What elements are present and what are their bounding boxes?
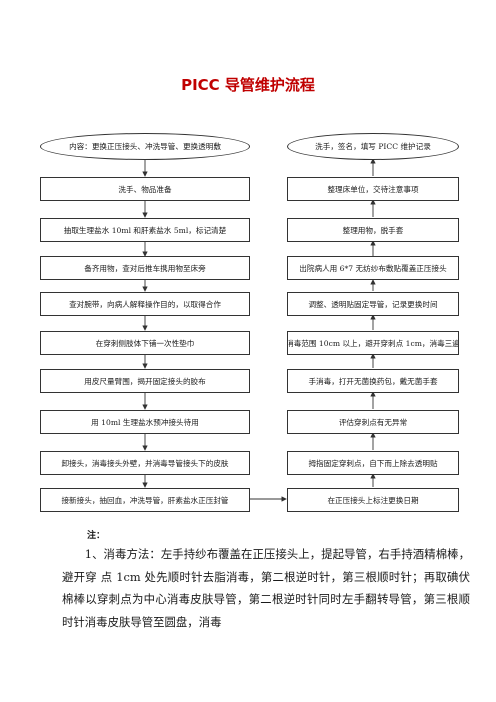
left-step-6: 在穿刺侧肢体下铺一次性垫巾	[40, 331, 250, 355]
left-step-4: 备齐用物，查对后推车携用物至床旁	[40, 256, 250, 280]
notes-paragraph: 1、消毒方法：左手持纱布覆盖在正压接头上，提起导管，右手持酒精棉棒，避开穿 点 …	[62, 547, 470, 629]
left-step-3: 抽取生理盐水 10ml 和肝素盐水 5ml，标记清楚	[40, 218, 250, 242]
left-step-10: 接新接头，抽回血，冲洗导管，肝素盐水正压封管	[40, 488, 250, 512]
right-step-10: 在正压接头上标注更换日期	[287, 488, 459, 512]
right-step-5: 调整、透明贴固定导管，记录更换时间	[287, 292, 459, 316]
notes-body: 1、消毒方法：左手持纱布覆盖在正压接头上，提起导管，右手持酒精棉棒，避开穿 点 …	[62, 543, 470, 633]
left-step-7: 用皮尺量臂围，揭开固定接头的胶布	[40, 369, 250, 393]
right-step-8: 评估穿刺点有无异常	[287, 410, 459, 434]
right-step-6: 消毒范围 10cm 以上，避开穿刺点 1cm，消毒三遍	[287, 331, 459, 355]
left-step-8: 用 10ml 生理盐水预冲接头待用	[40, 410, 250, 434]
left-step-start: 内容：更换正压接头、冲洗导管、更换透明敷	[40, 133, 250, 160]
right-step-end: 洗手，签名，填写 PICC 维护记录	[287, 133, 459, 160]
right-step-7: 手消毒，打开无菌换药包，戴无菌手套	[287, 369, 459, 393]
right-step-9: 拇指固定穿刺点，自下而上除去透明贴	[287, 451, 459, 475]
notes-heading: 注：	[87, 531, 106, 541]
left-step-9: 卸接头，消毒接头外壁，并消毒导管接头下的皮肤	[40, 451, 250, 475]
right-step-4: 出院病人用 6*7 无纺纱布敷贴覆盖正压接头	[287, 256, 459, 280]
right-step-2: 整理床单位，交待注意事项	[287, 177, 459, 201]
left-step-2: 洗手、物品准备	[40, 177, 250, 201]
right-step-3: 整理用物，脱手套	[287, 218, 459, 242]
page-title: PICC 导管维护流程	[181, 76, 315, 94]
left-step-5: 查对腕带，向病人解释操作目的，以取得合作	[40, 292, 250, 316]
